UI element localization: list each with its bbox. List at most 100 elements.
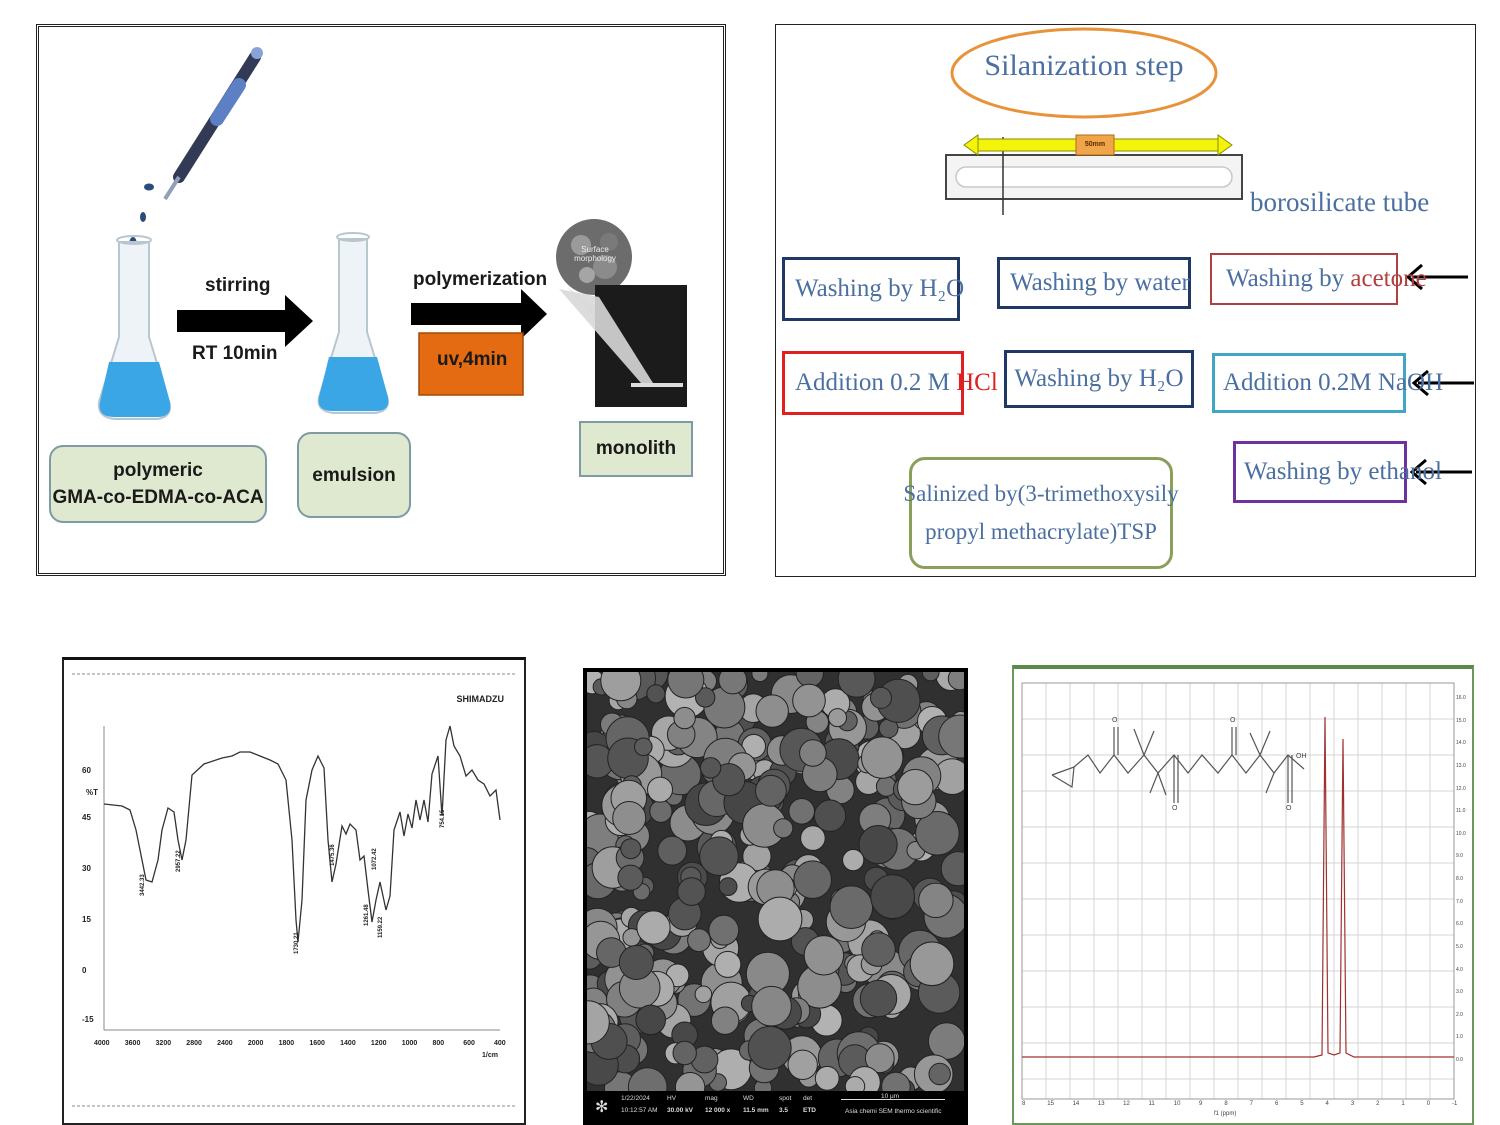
- sem-particle: [751, 672, 769, 683]
- step-add-hcl-prefix: Addition 0.2 M: [795, 369, 957, 396]
- sem-particle: [708, 914, 740, 946]
- nmr-y-tick: 12.0: [1456, 785, 1466, 792]
- sem-particle: [710, 1006, 740, 1035]
- sem-particle: [672, 1040, 697, 1066]
- silanization-illustration: [945, 27, 1474, 486]
- ftir-x-tick: 1000: [401, 1040, 418, 1047]
- sem-particle: [927, 1022, 964, 1060]
- nmr-y-tick: 15.0: [1456, 717, 1466, 724]
- sem-particle: [674, 1072, 706, 1092]
- step-add-hcl-word: HCl: [956, 369, 998, 396]
- nmr-y-tick: 13.0: [1456, 762, 1466, 769]
- step-wash-h2o-1-label: Washing by H₂O: [795, 275, 965, 302]
- arrow-acetone-icon: [1405, 263, 1468, 291]
- sem-particle: [714, 950, 742, 978]
- ftir-peak-label: 1475.36: [330, 844, 336, 866]
- nmr-x-tick: 8: [1022, 1101, 1026, 1107]
- sem-scale: 10 μm: [881, 1093, 900, 1100]
- sem-hv-header: HV: [667, 1095, 677, 1102]
- synthesis-illustration: [97, 47, 687, 420]
- sem-particle: [751, 985, 792, 1027]
- sem-particle: [909, 941, 955, 987]
- sem-particle: [649, 799, 673, 823]
- sem-particle: [921, 672, 940, 682]
- nmr-x-tick: 6: [1274, 1101, 1279, 1107]
- sem-particle: [813, 799, 847, 832]
- nmr-y-tick: 9.0: [1456, 853, 1463, 860]
- sem-particle: [792, 683, 826, 718]
- sem-particle: [940, 851, 964, 887]
- sem-particle: [627, 1067, 668, 1092]
- sem-det-header: det: [803, 1095, 813, 1102]
- uv-box: [418, 332, 524, 396]
- sem-particle: [612, 801, 647, 835]
- step-wash-acetone: Washing by acetone: [1210, 253, 1427, 305]
- sem-particle: [861, 736, 904, 779]
- ftir-peak-label: 2957.22: [176, 850, 182, 872]
- step-add-naoh-word: NaOH: [1377, 369, 1444, 396]
- nmr-x-tick: 9: [1199, 1101, 1203, 1107]
- sem-particle: [828, 708, 847, 728]
- pipette-icon: [163, 47, 263, 201]
- arrow-stirring-icon: [177, 295, 313, 347]
- ftir-x-tick: 1200: [370, 1040, 387, 1047]
- sem-particle: [799, 739, 827, 767]
- sem-particle: [699, 836, 739, 876]
- sem-particle: [647, 776, 673, 803]
- nmr-o-label-2: O: [1230, 717, 1236, 724]
- sem-particle: [673, 706, 696, 730]
- ftir-y-tick: 60: [82, 766, 91, 775]
- sem-particle: [787, 1049, 818, 1080]
- step-wash-water: Washing by water: [997, 257, 1191, 309]
- ftir-y-tick: 15: [82, 915, 91, 924]
- sem-particle: [755, 774, 787, 807]
- sem-particle: [587, 1000, 610, 1045]
- sem-particle: [837, 672, 876, 698]
- sem-hv: 30.00 kV: [667, 1107, 694, 1114]
- ftir-yunit: %T: [86, 788, 98, 797]
- ftir-peak-label: 1730.21: [294, 932, 300, 954]
- ftir-x-tick: 400: [494, 1040, 506, 1047]
- nmr-x-tick: 13: [1097, 1101, 1105, 1107]
- sem-particle: [897, 768, 934, 806]
- sem-particle: [870, 686, 892, 709]
- sem-particle: [858, 825, 898, 865]
- title-ellipse: [950, 27, 1218, 119]
- ftir-trace: [103, 725, 501, 943]
- nmr-o-label-3: O: [1172, 805, 1178, 812]
- ftir-peak-label: 1072.42: [372, 848, 378, 870]
- nmr-y-tick: 16.0: [1456, 695, 1466, 701]
- sem-particle: [859, 979, 898, 1018]
- ftir-x-tick: 3200: [155, 1040, 172, 1047]
- sem-particle: [814, 1065, 840, 1091]
- sem-particle: [718, 877, 738, 897]
- ftir-x-tick: 2400: [217, 1040, 233, 1047]
- molecule-structure-icon: [1051, 727, 1305, 803]
- monolith-box: monolith: [579, 421, 693, 477]
- sem-particle: [646, 684, 666, 704]
- step-salinized-line-1: Salinized by(3-trimethoxysily: [903, 481, 1179, 506]
- sem-particle: [864, 1043, 895, 1074]
- sem-det: ETD: [803, 1107, 816, 1114]
- polymeric-line-1: polymeric: [113, 460, 203, 481]
- sem-wd-header: WD: [743, 1095, 754, 1102]
- sem-particle: [928, 1062, 951, 1086]
- nmr-grid: [1022, 683, 1454, 1099]
- step-wash-ethanol-label: Washing by ethanol: [1244, 458, 1442, 485]
- arrow-naoh-icon: [1411, 369, 1474, 397]
- sem-particle: [677, 877, 706, 906]
- nmr-y-tick: 2.0: [1456, 1011, 1463, 1018]
- sem-particle: [747, 1025, 792, 1070]
- ftir-x-tick: 1600: [309, 1040, 325, 1047]
- silanization-title: Silanization step: [984, 49, 1184, 82]
- sem-particle: [620, 838, 642, 860]
- sem-particle: [915, 811, 960, 856]
- nmr-x-tick: 3: [1350, 1101, 1355, 1107]
- sem-particle: [600, 672, 642, 702]
- sem-wd: 11.5 mm: [743, 1107, 769, 1114]
- ftir-x-tick: 4000: [94, 1040, 110, 1047]
- sem-particle: [803, 935, 845, 976]
- tube-label: borosilicate tube: [1250, 187, 1430, 217]
